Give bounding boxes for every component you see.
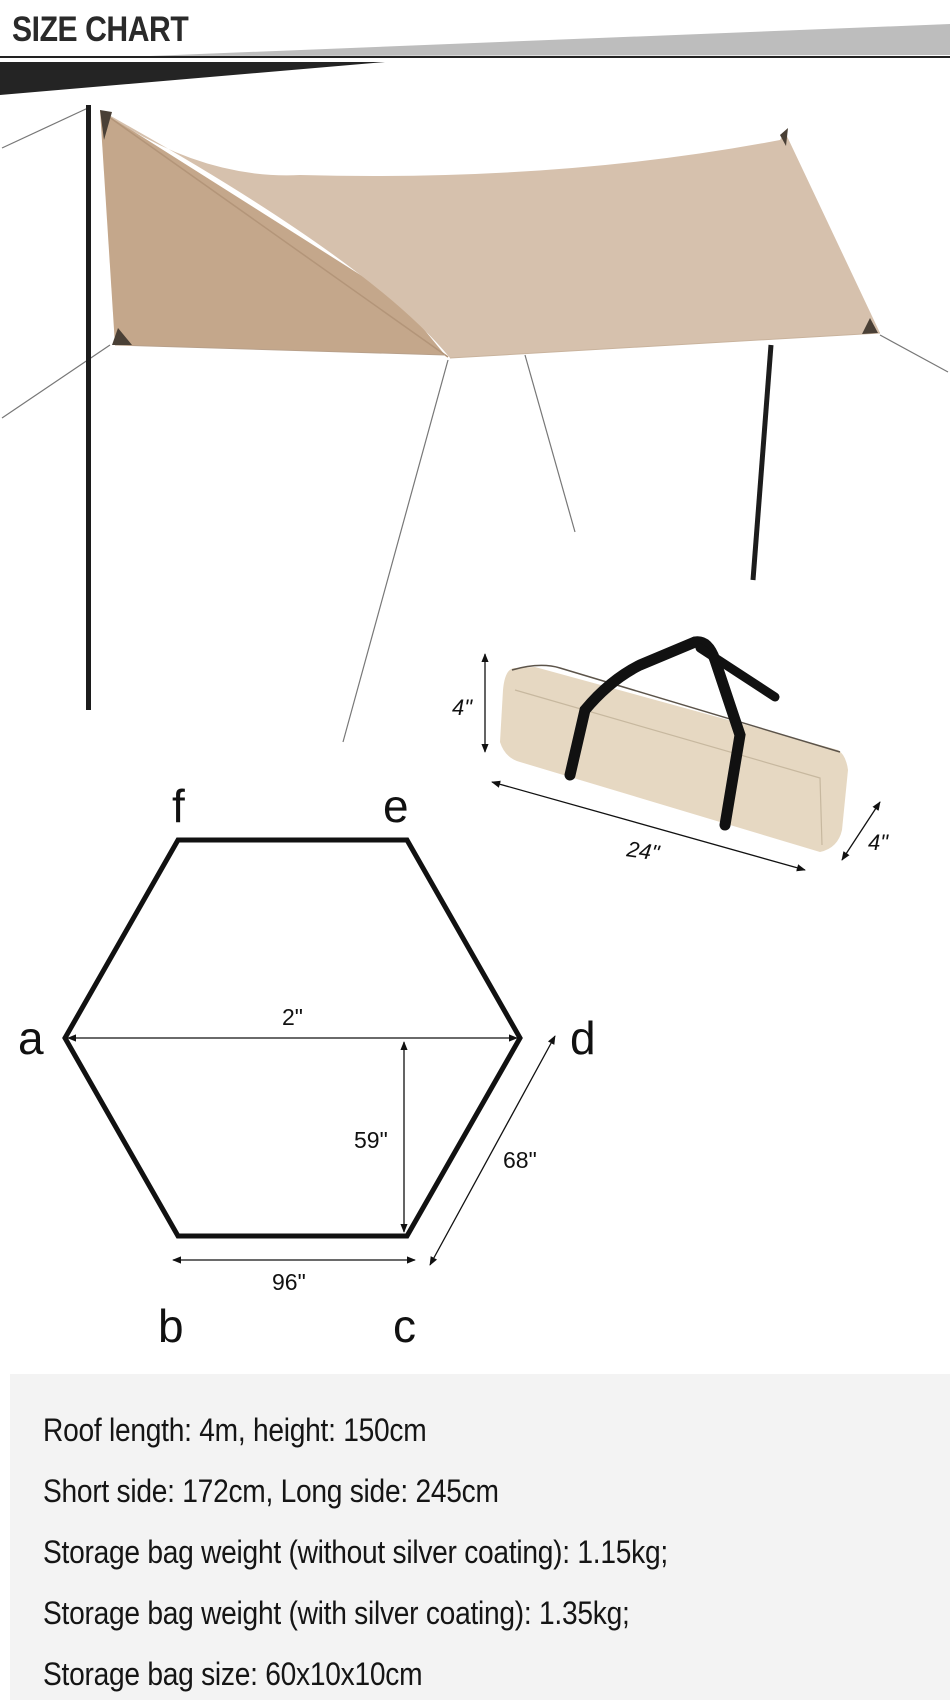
spec-side-lengths: Short side: 172cm, Long side: 245cm (43, 1473, 499, 1509)
bag-length-label: 24" (624, 836, 662, 866)
vertex-label-f: f (172, 780, 185, 832)
slant-side-label: 68" (503, 1147, 537, 1173)
page-title: SIZE CHART (12, 10, 189, 49)
right-pole (750, 344, 774, 581)
spec-roof-dimensions: Roof length: 4m, height: 150cm (43, 1412, 427, 1448)
vertex-label-e: e (383, 780, 409, 832)
header-decoration (0, 24, 950, 95)
diagonal-length-label: 2" (282, 1004, 303, 1030)
vertex-label-d: d (570, 1012, 596, 1064)
vertex-label-c: c (393, 1300, 416, 1352)
bottom-side-label: 96" (272, 1269, 306, 1295)
spec-weight-with-coating: Storage bag weight (with silver coating)… (43, 1595, 630, 1631)
hexagon-diagram: 2" 59" 96" 68" a b c d e f (18, 780, 596, 1352)
vertex-label-b: b (158, 1300, 184, 1352)
header-banner: SIZE CHART (0, 0, 950, 100)
illustration-canvas: 4" 24" 4" 2" 59" 96" 68" a b c d e f (1, 105, 949, 1352)
spec-weight-without-coating: Storage bag weight (without silver coati… (43, 1534, 668, 1570)
specifications-panel: Roof length: 4m, height: 150cm Short sid… (10, 1374, 950, 1700)
bag-height-label: 4" (452, 695, 473, 720)
vertex-label-a: a (18, 1012, 44, 1064)
bag-depth-label: 4" (868, 830, 889, 855)
left-pole (86, 105, 91, 710)
spec-bag-size: Storage bag size: 60x10x10cm (43, 1656, 423, 1692)
tarp-illustration (1, 105, 949, 743)
storage-bag-illustration: 4" 24" 4" (452, 636, 889, 872)
height-label: 59" (354, 1127, 388, 1153)
